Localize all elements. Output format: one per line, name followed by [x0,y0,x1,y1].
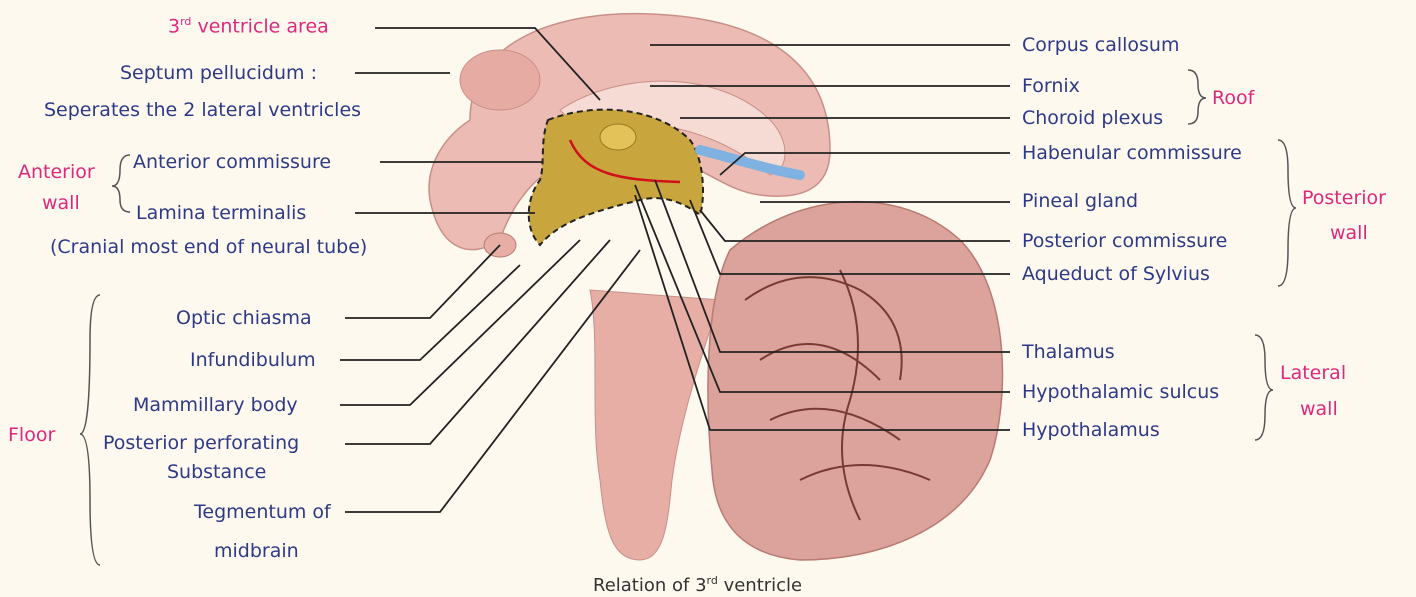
label-posterior-perforating-1: Posterior perforating [103,432,299,454]
interthalamic-adhesion [600,124,636,150]
label-mammillary-body: Mammillary body [133,394,298,416]
label-pineal-gland: Pineal gland [1022,190,1138,212]
label-infundibulum: Infundibulum [190,349,316,371]
group-lateral-wall-1: Lateral [1280,362,1346,384]
group-posterior-wall-1: Posterior [1302,187,1386,209]
label-posterior-perforating-2: Substance [167,461,266,483]
group-anterior-wall-2: wall [42,192,80,214]
label-choroid-plexus: Choroid plexus [1022,107,1163,129]
group-anterior-wall-1: Anterior [18,161,95,183]
label-lamina-terminalis: Lamina terminalis [136,202,306,224]
label-habenular-commissure: Habenular commissure [1022,142,1242,164]
label-septum-description: Seperates the 2 lateral ventricles [44,99,361,121]
label-thalamus: Thalamus [1022,341,1115,363]
brainstem [590,290,720,560]
label-septum-pellucidum: Septum pellucidum : [120,62,317,84]
label-tegmentum-2: midbrain [214,540,299,562]
septum-region [460,50,540,110]
label-tegmentum-1: Tegmentum of [194,501,331,523]
group-floor: Floor [8,424,55,446]
label-third-ventricle-area: 3rd ventricle area [168,11,329,37]
label-hypothalamus: Hypothalamus [1022,419,1160,441]
label-posterior-commissure: Posterior commissure [1022,230,1227,252]
label-anterior-commissure: Anterior commissure [133,151,331,173]
label-aqueduct-of-sylvius: Aqueduct of Sylvius [1022,263,1210,285]
label-optic-chiasma: Optic chiasma [176,307,312,329]
label-hypothalamic-sulcus: Hypothalamic sulcus [1022,381,1219,403]
group-roof: Roof [1212,87,1254,109]
label-corpus-callosum: Corpus callosum [1022,34,1179,56]
group-posterior-wall-2: wall [1330,222,1368,244]
group-lateral-wall-2: wall [1300,398,1338,420]
label-fornix: Fornix [1022,75,1080,97]
diagram-caption: Relation of 3rd ventricle [593,570,802,597]
label-cranial-note: (Cranial most end of neural tube) [50,236,367,258]
